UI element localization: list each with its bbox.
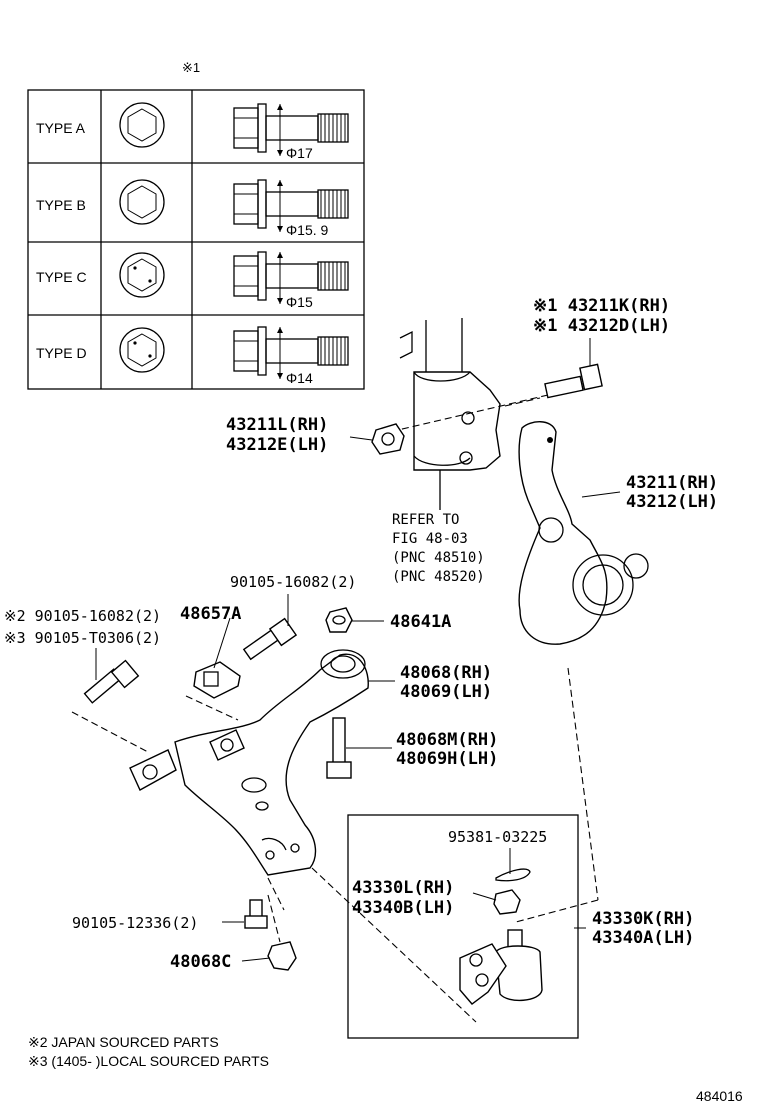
- cotter-pin-label: 95381-03225: [448, 828, 547, 846]
- vertical-bolt-drawing: [326, 717, 352, 779]
- type-b-label: TYPE B: [36, 197, 86, 213]
- type-a-bolt-icon: [233, 103, 349, 156]
- figure-id: 484016: [696, 1088, 743, 1104]
- bolt-90105-12336-label: 90105-12336(2): [72, 914, 198, 932]
- lower-bolt-drawing: [244, 899, 268, 929]
- ball-nut-drawing: [493, 889, 521, 915]
- ball-joint-lh-label: 43340A(LH): [592, 928, 694, 948]
- knuckle-nut-lh-label: 43212E(LH): [226, 435, 328, 455]
- steering-knuckle-drawing: [518, 421, 649, 645]
- knuckle-bolt-drawing: [397, 363, 603, 431]
- type-b-dim: Φ15. 9: [286, 222, 329, 238]
- knuckle-bolt-rh-label: ※1 43211K(RH): [533, 296, 670, 316]
- bushing-bracket-drawing: [193, 661, 241, 699]
- type-d-head-icon: [119, 327, 165, 373]
- type-b-head-icon: [119, 179, 165, 225]
- nut-48641A-drawing: [325, 607, 353, 633]
- arm-bolt-rh-label: 48068M(RH): [396, 730, 498, 750]
- type-d-bolt-icon: [233, 326, 349, 379]
- part-48657A-label: 48657A: [180, 604, 241, 624]
- type-a-dim: Φ17: [286, 145, 313, 161]
- arm-lh-label: 48069(LH): [400, 682, 492, 702]
- type-c-bolt-icon: [233, 251, 349, 304]
- knuckle-rh-label: 43211(RH): [626, 473, 718, 493]
- ball-nut-lh-label: 43340B(LH): [352, 898, 454, 918]
- type-c-dim: Φ15: [286, 294, 313, 310]
- type-b-bolt-icon: [233, 179, 349, 232]
- footnote-3: ※3 (1405- )LOCAL SOURCED PARTS: [28, 1053, 269, 1069]
- guide-lines: [71, 667, 599, 1023]
- arm-front-bolt-drawing: [242, 617, 298, 661]
- footnote-2: ※2 JAPAN SOURCED PARTS: [28, 1034, 219, 1050]
- ball-joint-rh-label: 43330K(RH): [592, 909, 694, 929]
- type-a-head-icon: [119, 102, 165, 148]
- arm-bolt-lh-label: 48069H(LH): [396, 749, 498, 769]
- strut-bracket-drawing: [399, 318, 501, 510]
- leader-lines: [95, 338, 621, 962]
- type-d-dim: Φ14: [286, 370, 313, 386]
- arm-rear-bolt-drawing: [83, 659, 140, 704]
- knuckle-nut-rh-label: 43211L(RH): [226, 415, 328, 435]
- ball-joint-drawing: [459, 929, 543, 1005]
- knuckle-nut-drawing: [371, 423, 405, 455]
- ball-joint-box: [347, 814, 579, 1039]
- part-48068C-label: 48068C: [170, 952, 231, 972]
- type-c-label: TYPE C: [36, 269, 87, 285]
- bolt-90105-T0306-label: ※3 90105-T0306(2): [4, 629, 161, 647]
- knuckle-bolt-lh-label: ※1 43212D(LH): [533, 316, 670, 336]
- type-c-head-icon: [119, 252, 165, 298]
- refer-line-3: (PNC 48510): [392, 550, 485, 566]
- bolt-type-table: ※1 TYPE A TYPE B TYPE C TYPE D: [27, 60, 365, 390]
- bolt-90105-16082-top-label: 90105-16082(2): [230, 573, 356, 591]
- refer-line-4: (PNC 48520): [392, 569, 485, 585]
- refer-line-2: FIG 48-03: [392, 531, 468, 547]
- bolt-90105-16082-left-label: ※2 90105-16082(2): [4, 607, 161, 625]
- part-48641A-label: 48641A: [390, 612, 451, 632]
- ball-nut-rh-label: 43330L(RH): [352, 878, 454, 898]
- lower-arm-drawing: [129, 649, 369, 876]
- type-d-label: TYPE D: [36, 345, 87, 361]
- refer-line-1: REFER TO: [392, 512, 459, 528]
- cap-48068C-drawing: [267, 941, 297, 971]
- cotter-pin-drawing: [495, 868, 531, 882]
- knuckle-lh-label: 43212(LH): [626, 492, 718, 512]
- arm-rh-label: 48068(RH): [400, 663, 492, 683]
- type-a-label: TYPE A: [36, 120, 86, 136]
- table-note-mark: ※1: [182, 60, 200, 75]
